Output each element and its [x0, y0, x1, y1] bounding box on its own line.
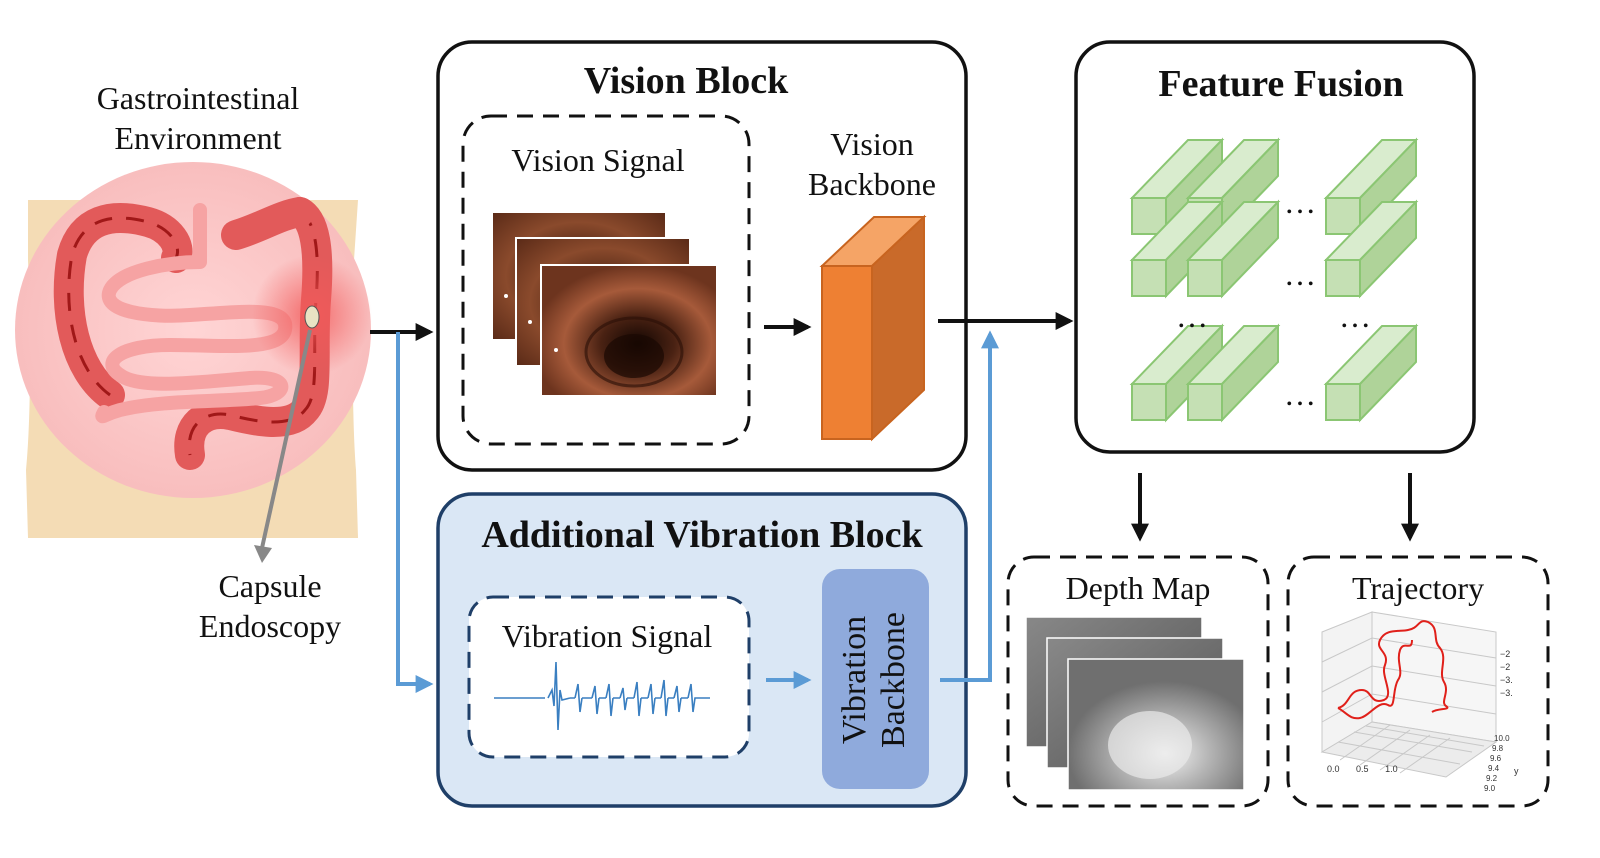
traj-y-ticks: 10.0 9.8 9.6 9.4 9.2 9.0	[1484, 734, 1510, 794]
gi-environment-title: Gastrointestinal Environment	[60, 78, 336, 158]
arrow-vibration-to-fusion	[940, 330, 999, 682]
ellipsis-row2: …	[1284, 256, 1316, 292]
feature-cube	[1185, 199, 1281, 299]
gi-environment-illustration	[15, 162, 372, 563]
vision-backbone-block	[819, 214, 927, 442]
capsule-label-line2: Endoscopy	[198, 608, 342, 644]
ellipsis-row1: …	[1284, 184, 1316, 220]
vision-signal-box	[461, 114, 751, 446]
gi-title-line1: Gastrointestinal	[96, 80, 300, 116]
feature-cube	[1323, 199, 1419, 299]
depth-map-box	[1006, 555, 1270, 808]
depth-map-label: Depth Map	[1065, 570, 1211, 606]
capsule-endoscopy-label: Capsule Endoscopy	[160, 566, 380, 646]
feature-cube	[1185, 323, 1281, 423]
vibration-block-title: Additional Vibration Block	[481, 514, 923, 556]
vision-block-title: Vision Block	[583, 60, 789, 102]
traj-z-ticks: −2 −2 −3. −3.	[1500, 648, 1513, 700]
ellipsis-col3: …	[1339, 298, 1371, 334]
traj-y-tick: 9.0	[1484, 784, 1496, 793]
traj-x-tick: 0.5	[1356, 764, 1369, 774]
traj-x-tick: 1.0	[1385, 764, 1398, 774]
trajectory-path	[1337, 620, 1449, 713]
capsule-pointer-arrow	[260, 329, 312, 549]
capsule-label-line1: Capsule	[218, 568, 322, 604]
vibration-backbone-line2: Backbone	[875, 612, 913, 748]
traj-y-tick: 9.8	[1492, 744, 1504, 753]
capsule	[304, 305, 320, 329]
traj-z-tick: −2	[1500, 649, 1511, 659]
vision-backbone-line1: Vision	[830, 126, 914, 162]
gi-title-line2: Environment	[114, 120, 282, 156]
vibration-waveform	[494, 661, 710, 731]
vision-backbone-line2: Backbone	[808, 166, 936, 202]
ellipsis-col1: …	[1176, 298, 1208, 334]
traj-z-tick: −3.	[1500, 675, 1513, 685]
vibration-signal-box	[467, 595, 751, 759]
vision-backbone-label: Vision Backbone	[780, 124, 964, 204]
traj-z-tick: −3.	[1500, 688, 1513, 698]
ellipsis-row3: …	[1284, 376, 1316, 412]
feature-cube	[1129, 199, 1225, 299]
traj-x-ticks: 0.0 0.5 1.0	[1327, 764, 1398, 774]
traj-y-tick: 9.2	[1486, 774, 1498, 783]
endoscopy-frames	[491, 211, 718, 397]
trajectory-label: Trajectory	[1351, 570, 1485, 606]
traj-y-tick: 9.6	[1490, 754, 1502, 763]
trajectory-box	[1286, 555, 1550, 808]
arrow-to-vibration-block	[396, 332, 434, 693]
vibration-backbone-line1: Vibration	[836, 615, 873, 745]
feature-fusion-title: Feature Fusion	[1158, 63, 1404, 105]
traj-y-tick: 10.0	[1494, 734, 1510, 743]
vibration-backbone-block	[822, 569, 929, 789]
traj-x-tick: 0.0	[1327, 764, 1340, 774]
vision-signal-label: Vision Signal	[511, 142, 685, 178]
feature-cube	[1129, 323, 1225, 423]
traj-y-axis-label: y	[1514, 766, 1519, 776]
trajectory-plot-3d	[1320, 611, 1498, 778]
traj-z-tick: −2	[1500, 662, 1511, 672]
feature-cubes	[1129, 137, 1419, 423]
depth-map-frames	[1025, 616, 1245, 791]
small-intestine	[95, 203, 293, 424]
vibration-backbone-label: Vibration Backbone	[835, 570, 915, 790]
traj-y-tick: 9.4	[1488, 764, 1500, 773]
vibration-signal-label: Vibration Signal	[501, 618, 713, 654]
feature-cube	[1323, 323, 1419, 423]
